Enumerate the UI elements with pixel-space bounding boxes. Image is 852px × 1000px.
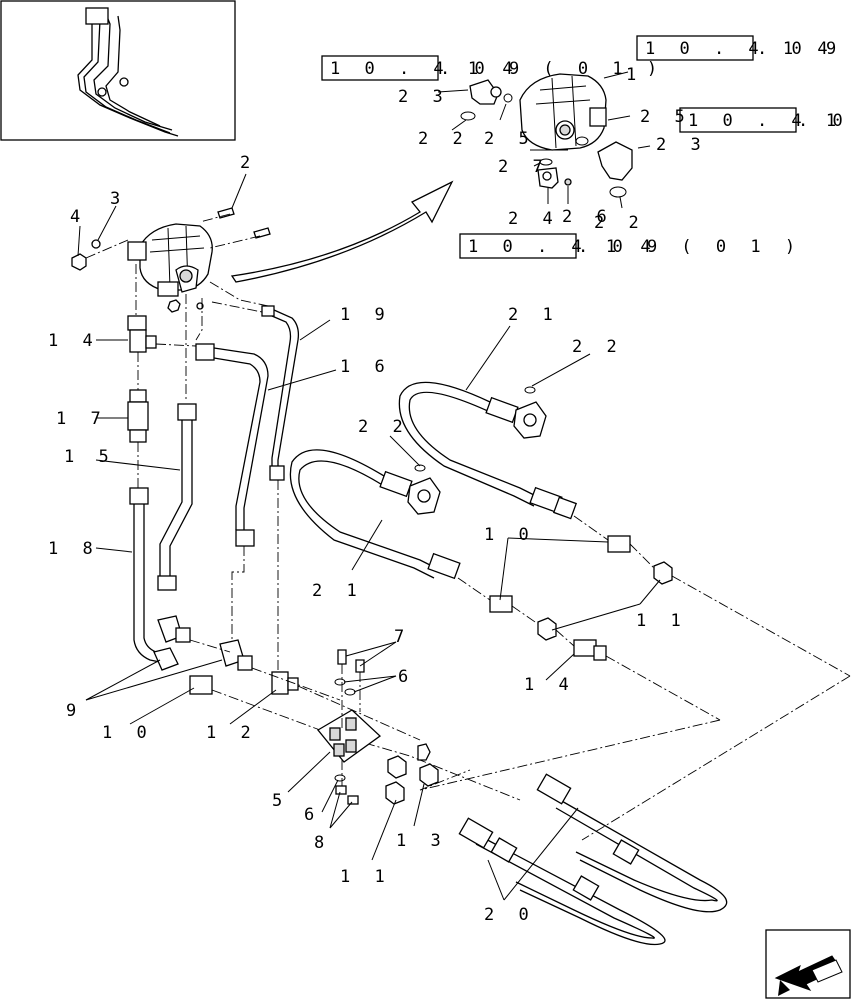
- label-14b: 1 4: [524, 675, 576, 695]
- label-10a: 1 0: [102, 723, 154, 743]
- label-8: 8: [314, 833, 331, 853]
- ref-right-boxed: 1 0 . 4 1 4: [688, 111, 852, 131]
- label-23a: 2 3: [398, 87, 450, 107]
- label-2: 2: [240, 153, 257, 173]
- label-20: 2 0: [484, 905, 536, 925]
- lower-fittings: [153, 615, 521, 801]
- fitting-17: [127, 389, 149, 488]
- leader-lines: [77, 173, 661, 901]
- label-19: 1 9: [340, 305, 392, 325]
- ref-bottom: 1 0 . 4 1 4 . 0 9 ( 0 1 ): [459, 233, 802, 259]
- label-11b: 1 1: [636, 611, 688, 631]
- label-22b: 2 2: [358, 417, 410, 437]
- tubes: [129, 305, 300, 676]
- main-valve: [71, 207, 271, 400]
- nuts-lower: [385, 743, 439, 805]
- hose-21-upper: [398, 381, 578, 520]
- ref-left-suffix: . 0 9 ( 0 1 ): [440, 59, 664, 79]
- next-page-arrow-icon[interactable]: [765, 929, 851, 999]
- valve-detail: [437, 71, 651, 209]
- label-3: 3: [110, 189, 127, 209]
- label-6a: 6: [398, 667, 415, 687]
- ref-bottom-suffix: . 0 9 ( 0 1 ): [578, 237, 802, 257]
- ref-top: 1 0 . 4 1 4 . 0 9 ( 0 1: [636, 35, 852, 61]
- label-4: 4: [70, 207, 87, 227]
- assembly-thumbnail-icon: [0, 0, 236, 141]
- hose-21-lower: [289, 449, 461, 580]
- ref-left: 1 0 . 4 1 4 . 0 9 ( 0 1 ): [321, 55, 664, 81]
- ref-right: 1 0 . 4 1 4 . 0 9: [679, 107, 852, 133]
- label-18: 1 8: [48, 539, 100, 559]
- bracket-plate: [317, 649, 382, 805]
- part-labels: 1 2 3 4 5 6 6 7 8 9 1 0 1 0 1 1 1 1 1 2 …: [48, 65, 708, 925]
- detail-arrow: [230, 180, 454, 283]
- tee-fitting-14-left: [127, 315, 197, 390]
- ref-left-boxed: 1 0 . 4 1 4: [330, 59, 520, 79]
- label-12: 1 2: [206, 723, 258, 743]
- label-11a: 1 1: [340, 867, 392, 887]
- label-22d: 2 2: [594, 213, 646, 233]
- ref-top-suffix: . 0 9 ( 0 1: [757, 39, 852, 59]
- ref-top-boxed: 1 0 . 4 1 4: [645, 39, 835, 59]
- label-22c: 2 2: [418, 129, 470, 149]
- label-5: 5: [272, 791, 289, 811]
- label-27: 2 7: [498, 157, 550, 177]
- label-9: 9: [66, 701, 83, 721]
- label-25a: 2 5: [484, 129, 536, 149]
- label-13: 1 3: [396, 831, 448, 851]
- right-fittings: [419, 515, 851, 841]
- label-15: 1 5: [64, 447, 116, 467]
- label-14a: 1 4: [48, 331, 100, 351]
- label-21b: 2 1: [312, 581, 364, 601]
- label-17: 1 7: [56, 409, 108, 429]
- label-10b: 1 0: [484, 525, 536, 545]
- label-21a: 2 1: [508, 305, 560, 325]
- label-26: 2 6: [562, 207, 614, 227]
- label-16: 1 6: [340, 357, 392, 377]
- hose-20: [458, 773, 728, 946]
- label-22a: 2 2: [572, 337, 624, 357]
- label-1: 1: [626, 65, 643, 85]
- label-25b: 2 5: [640, 107, 692, 127]
- label-23b: 2 3: [656, 135, 708, 155]
- label-7: 7: [394, 627, 411, 647]
- label-6b: 6: [304, 805, 321, 825]
- ref-bottom-boxed: 1 0 . 4 1 4: [468, 237, 658, 257]
- ref-right-suffix: . 0 9: [798, 111, 852, 131]
- label-24: 2 4: [508, 209, 560, 229]
